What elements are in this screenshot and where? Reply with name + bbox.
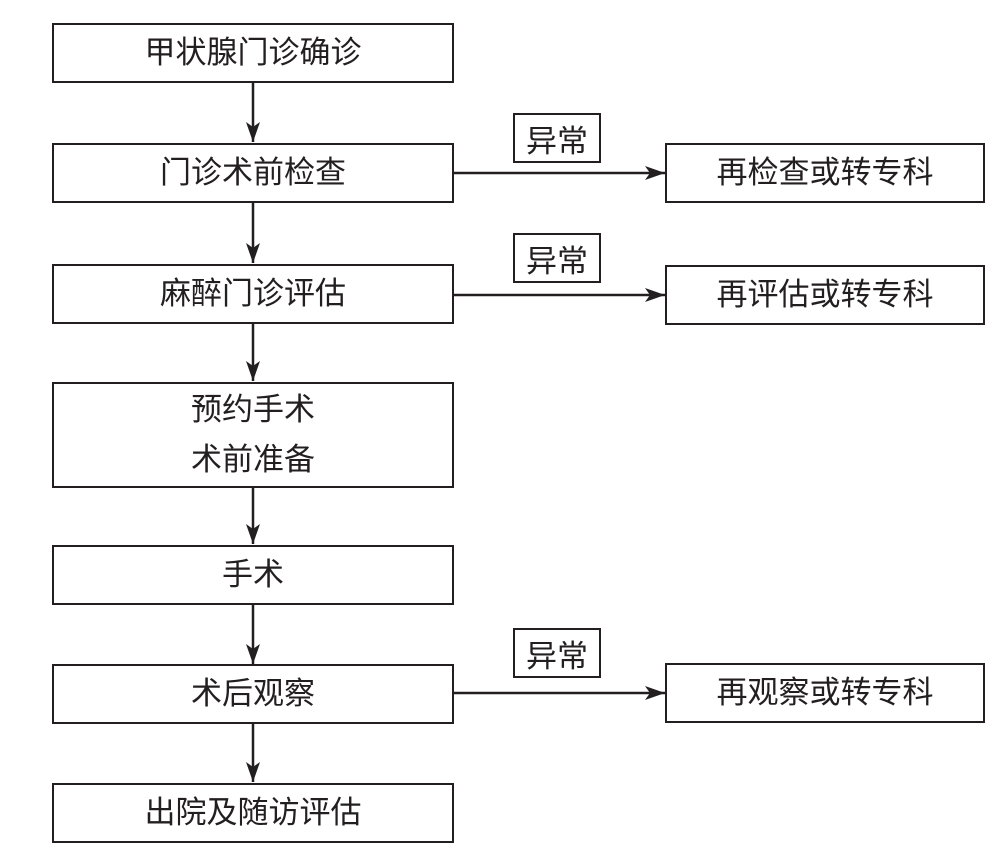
step-schedule-and-prep: 预约手术 术前准备 xyxy=(52,382,454,488)
step-preop-exam: 门诊术前检查 xyxy=(52,143,454,203)
abnormal-tag-exam: 异常 xyxy=(513,113,601,163)
step-label: 麻醉门诊评估 xyxy=(160,276,346,312)
step-label: 门诊术前检查 xyxy=(160,155,346,191)
step-label: 手术 xyxy=(222,557,284,593)
step-label: 术后观察 xyxy=(191,676,315,712)
step-label: 术前准备 xyxy=(191,442,315,478)
branch-reassess-or-referral: 再评估或转专科 xyxy=(665,265,985,325)
branch-label: 再检查或转专科 xyxy=(716,155,934,191)
branch-reobserve-or-referral: 再观察或转专科 xyxy=(665,663,985,723)
step-thyroid-diagnosis: 甲状腺门诊确诊 xyxy=(52,23,454,83)
step-surgery: 手术 xyxy=(52,545,454,605)
step-postop-observe: 术后观察 xyxy=(52,664,454,724)
branch-recheck-or-referral: 再检查或转专科 xyxy=(665,143,985,203)
step-anesthesia-eval: 麻醉门诊评估 xyxy=(52,264,454,324)
abnormal-tag-anesthesia: 异常 xyxy=(513,233,601,283)
branch-label: 再评估或转专科 xyxy=(716,277,934,313)
step-label: 出院及随访评估 xyxy=(144,795,362,831)
step-label: 预约手术 xyxy=(191,392,315,428)
step-discharge-followup: 出院及随访评估 xyxy=(52,783,454,843)
abnormal-tag-observe: 异常 xyxy=(513,628,601,678)
step-label: 甲状腺门诊确诊 xyxy=(144,35,362,71)
branch-label: 再观察或转专科 xyxy=(716,675,934,711)
